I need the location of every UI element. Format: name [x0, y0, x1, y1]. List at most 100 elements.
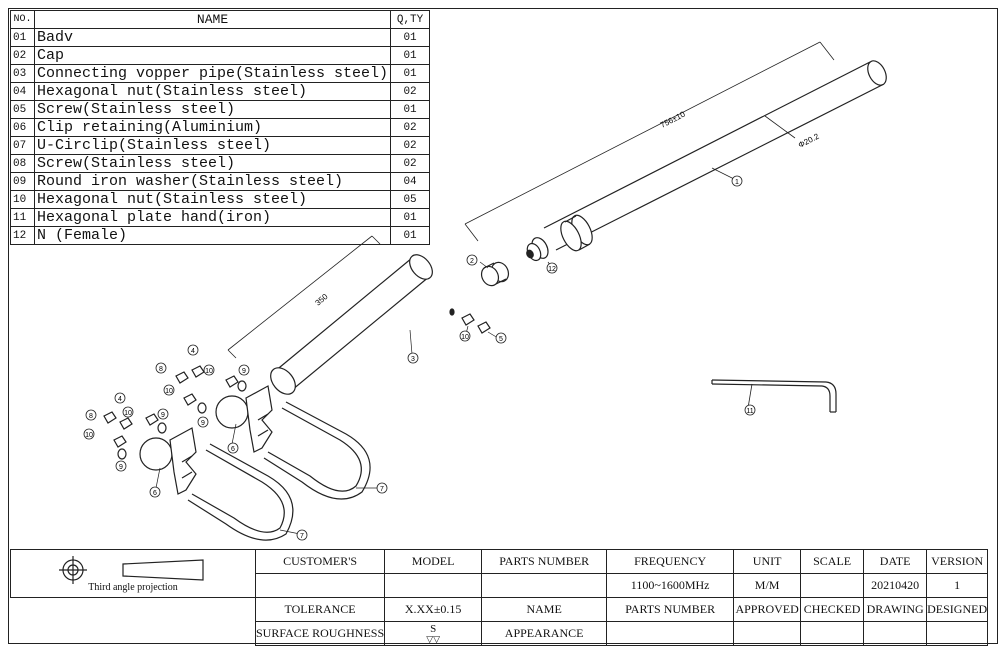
balloon-7b: 7	[300, 533, 304, 540]
balloon-10b: 10	[205, 368, 213, 375]
designed-label: DESIGNED	[926, 597, 989, 622]
row-no: 08	[10, 154, 35, 173]
balloon-4b: 4	[118, 396, 122, 403]
roughness-triangle-icon: ▽▽	[426, 633, 441, 644]
balloon-7a: 7	[380, 486, 384, 493]
parts-number-value	[481, 573, 608, 598]
balloon-5: 5	[499, 336, 503, 343]
row-qty: 02	[390, 118, 431, 137]
n-female-connector	[526, 237, 549, 262]
dimension-long-label: 756±10	[659, 109, 687, 129]
empty-cell-d	[863, 621, 928, 646]
balloon-10d: 10	[124, 410, 132, 417]
u-circlip-lower	[187, 443, 294, 541]
parts-table-header: NO. NAME Q,TY	[10, 10, 431, 29]
checked-label: CHECKED	[800, 597, 865, 622]
cap	[480, 261, 510, 287]
clip-retaining-lower	[139, 427, 197, 495]
row-qty: 02	[390, 136, 431, 155]
balloon-12-circle	[546, 262, 558, 274]
balloon-6a-circle	[227, 442, 239, 454]
balloon-11: 11	[746, 408, 753, 415]
row-name: U-Circlip(Stainless steel)	[33, 136, 392, 155]
row-qty: 01	[390, 46, 431, 65]
balloon-5-circle	[495, 332, 507, 344]
balloon-4b-circle	[114, 392, 126, 404]
balloon-11-circle	[744, 404, 756, 416]
body-tube	[543, 60, 887, 252]
balloon-9c: 9	[161, 412, 165, 419]
empty-cell-a	[606, 621, 735, 646]
tolerance-value: X.XX±0.15	[384, 597, 483, 622]
clip-retaining-upper	[215, 385, 273, 453]
balloon-2-circle	[466, 254, 478, 266]
balloon-1: 1	[735, 179, 739, 186]
projection-cell: Third angle projection	[10, 549, 256, 598]
unit-value: M/M	[733, 573, 802, 598]
empty-cell-b	[733, 621, 802, 646]
row-no: 03	[10, 64, 35, 83]
row-name: Hexagonal plate hand(iron)	[33, 208, 392, 227]
balloon-4a-circle	[187, 344, 199, 356]
row-qty: 04	[390, 172, 431, 191]
customers-header: CUSTOMER'S	[254, 549, 386, 574]
surface-roughness-symbol: S ▽▽	[384, 621, 483, 646]
balloon-9d: 9	[119, 464, 123, 471]
parts-number-header: PARTS NUMBER	[481, 549, 608, 574]
name-label: NAME	[481, 597, 608, 622]
scale-value	[800, 573, 865, 598]
version-value: 1	[926, 573, 989, 598]
parts-number-label-2: PARTS NUMBER	[606, 597, 735, 622]
blank-cell	[10, 597, 256, 646]
balloon-8a-circle	[155, 362, 167, 374]
dimension-short	[227, 235, 381, 359]
model-header: MODEL	[384, 549, 483, 574]
balloon-7a-circle	[376, 482, 388, 494]
leader-lines	[155, 167, 737, 535]
row-no: 06	[10, 118, 35, 137]
balloon-6a: 6	[231, 446, 235, 453]
balloon-3-circle	[407, 352, 419, 364]
row-qty: 02	[390, 82, 431, 101]
balloon-4a: 4	[191, 348, 195, 355]
appearance-label: APPEARANCE	[481, 621, 608, 646]
row-no: 07	[10, 136, 35, 155]
row-no: 11	[10, 208, 35, 227]
header-name: NAME	[33, 10, 392, 29]
balloon-10-circle	[459, 330, 471, 342]
row-no: 10	[10, 190, 35, 209]
roughness-symbol-letter: S	[430, 622, 437, 635]
projection-label: Third angle projection	[88, 582, 178, 593]
date-header: DATE	[863, 549, 928, 574]
third-angle-projection-icon	[59, 556, 204, 584]
row-no: 05	[10, 100, 35, 119]
surface-roughness-label: SURFACE ROUGHNESS	[254, 621, 386, 646]
row-qty: 05	[390, 190, 431, 209]
balloon-10a: 10	[461, 334, 469, 341]
u-circlip-upper	[263, 401, 371, 500]
balloon-group: 1 2 12 3 10 5 11 4 8 10 9 10 9 6 4 8 10 …	[83, 175, 756, 541]
date-value: 20210420	[863, 573, 928, 598]
balloon-12: 12	[548, 266, 556, 273]
approved-label: APPROVED	[733, 597, 802, 622]
balloon-6b-circle	[149, 486, 161, 498]
balloon-9d-circle	[115, 460, 127, 472]
row-name: Badv	[33, 28, 392, 47]
row-name: Round iron washer(Stainless steel)	[33, 172, 392, 191]
row-qty: 01	[390, 100, 431, 119]
balloon-10c-circle	[163, 384, 175, 396]
balloon-9a-circle	[238, 364, 250, 376]
row-name: Screw(Stainless steel)	[33, 100, 392, 119]
customers-value	[254, 573, 386, 598]
connecting-pipe	[270, 254, 455, 395]
balloon-8b: 8	[89, 413, 93, 420]
